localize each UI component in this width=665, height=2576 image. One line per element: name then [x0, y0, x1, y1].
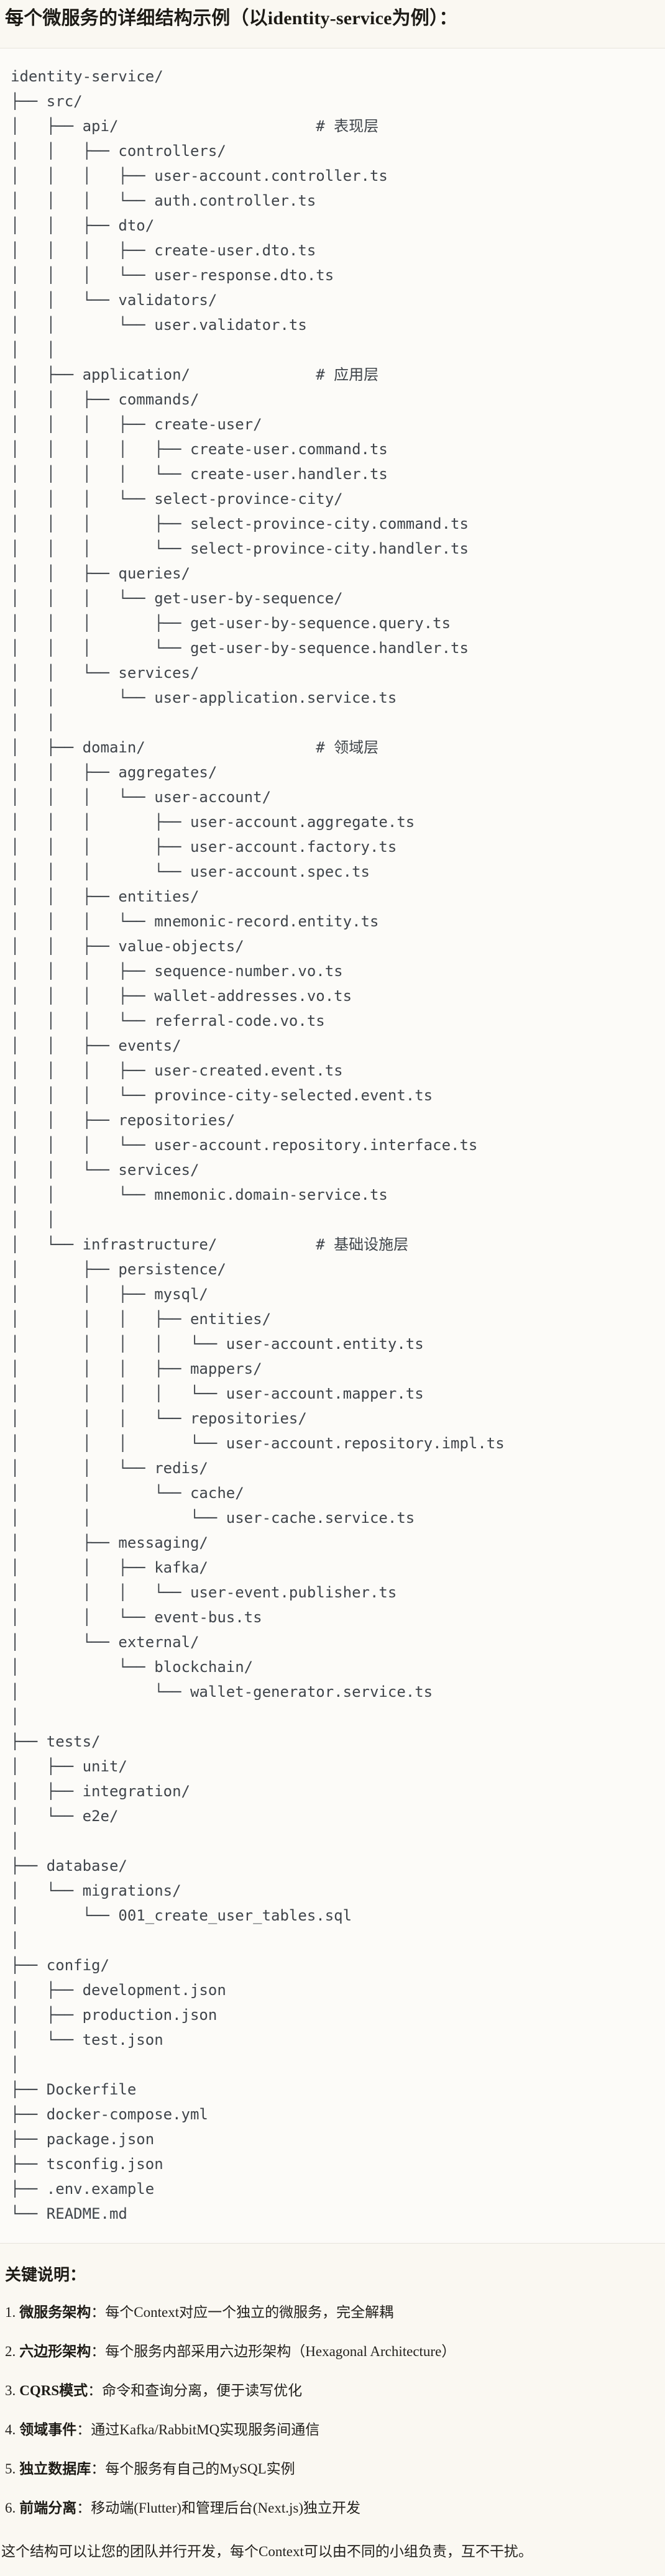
- note-number: 6.: [5, 2500, 16, 2516]
- notes-list: 1.微服务架构：每个Context对应一个独立的微服务，完全解耦 2.六边形架构…: [5, 2303, 660, 2518]
- note-number: 4.: [5, 2421, 16, 2437]
- note-desc: ：每个服务有自己的MySQL实例: [91, 2460, 295, 2477]
- note-number: 3.: [5, 2382, 16, 2398]
- note-term: 六边形架构: [19, 2343, 91, 2359]
- note-term: 领域事件: [19, 2421, 77, 2437]
- directory-tree: identity-service/ ├── src/ │ ├── api/ # …: [11, 68, 505, 2222]
- note-number: 1.: [5, 2304, 16, 2320]
- note-desc: ：每个服务内部采用六边形架构（Hexagonal Architecture）: [91, 2343, 456, 2359]
- note-term: 独立数据库: [19, 2460, 91, 2477]
- note-term: 前端分离: [19, 2500, 77, 2516]
- note-term: CQRS模式: [19, 2382, 88, 2398]
- note-number: 5.: [5, 2460, 16, 2477]
- note-desc: ：通过Kafka/RabbitMQ实现服务间通信: [76, 2421, 320, 2437]
- note-number: 2.: [5, 2343, 16, 2359]
- notes-heading: 关键说明：: [5, 2266, 86, 2284]
- note-desc: ：命令和查询分离，便于读写优化: [88, 2382, 303, 2398]
- note-item-cqrs: 3.CQRS模式：命令和查询分离，便于读写优化: [5, 2382, 660, 2400]
- note-item-microservice: 1.微服务架构：每个Context对应一个独立的微服务，完全解耦: [5, 2303, 660, 2322]
- note-desc: ：移动端(Flutter)和管理后台(Next.js)独立开发: [76, 2500, 361, 2516]
- note-desc: ：每个Context对应一个独立的微服务，完全解耦: [91, 2304, 394, 2320]
- note-item-frontend-separation: 6.前端分离：移动端(Flutter)和管理后台(Next.js)独立开发: [5, 2499, 660, 2518]
- note-item-domain-events: 4.领域事件：通过Kafka/RabbitMQ实现服务间通信: [5, 2421, 660, 2439]
- note-term: 微服务架构: [19, 2304, 91, 2320]
- page-title: 每个微服务的详细结构示例（以identity-service为例）：: [5, 8, 458, 29]
- closing-paragraph: 这个结构可以让您的团队并行开发，每个Context可以由不同的小组负责，互不干扰…: [1, 2543, 533, 2559]
- note-item-hexagonal: 2.六边形架构：每个服务内部采用六边形架构（Hexagonal Architec…: [5, 2342, 660, 2361]
- code-block: identity-service/ ├── src/ │ ├── api/ # …: [0, 48, 665, 2244]
- note-item-independent-db: 5.独立数据库：每个服务有自己的MySQL实例: [5, 2460, 660, 2478]
